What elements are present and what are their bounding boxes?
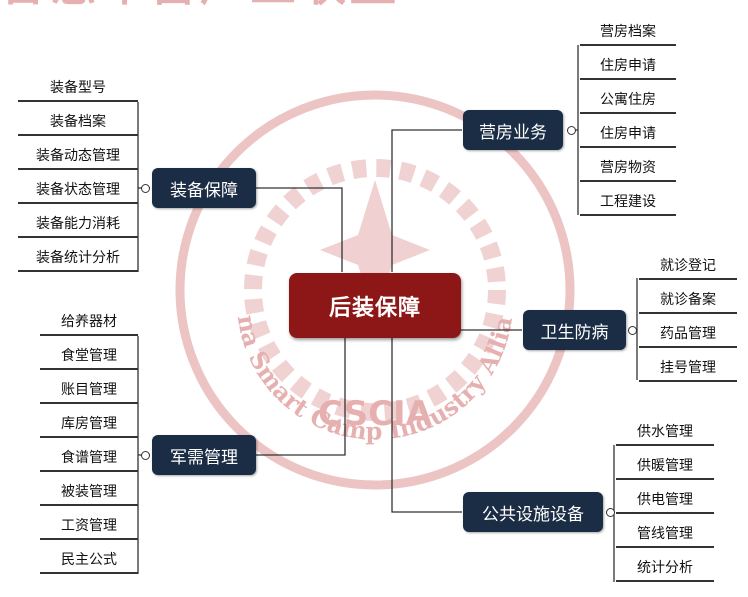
branch-equipment: 装备保障 (152, 168, 256, 208)
collapse-toggle-barracks[interactable] (567, 126, 576, 135)
supply-item: 民主公式 (40, 546, 138, 574)
facilities-item: 供暖管理 (616, 452, 714, 480)
barracks-item: 营房档案 (580, 18, 676, 46)
barracks-item: 公寓住房 (580, 86, 676, 114)
link-root-barracks (391, 129, 462, 272)
supply-item: 工资管理 (40, 512, 138, 540)
supply-item: 账目管理 (40, 376, 138, 404)
health-item: 挂号管理 (639, 354, 737, 382)
health-item: 就诊登记 (639, 252, 737, 280)
equipment-item: 装备统计分析 (18, 244, 138, 272)
equipment-item: 装备动态管理 (18, 142, 138, 170)
facilities-item: 统计分析 (616, 554, 714, 582)
supply-item: 食堂管理 (40, 342, 138, 370)
branch-facilities: 公共设施设备 (463, 492, 603, 532)
equipment-item: 装备状态管理 (18, 176, 138, 204)
barracks-item: 营房物资 (580, 154, 676, 182)
barracks-item: 工程建设 (580, 188, 676, 216)
barracks-item: 住房申请 (580, 120, 676, 148)
branch-health: 卫生防病 (523, 310, 626, 350)
link-root-facilities (391, 338, 462, 513)
root-node: 后装保障 (289, 273, 461, 338)
equipment-item: 装备型号 (18, 74, 138, 102)
watermark-cn-text: 智慧军营产业联盟 (0, 0, 400, 11)
branch-supply: 军需管理 (152, 435, 256, 475)
watermark-abbr: CSCIA (318, 394, 433, 434)
supply-item: 被装管理 (40, 478, 138, 506)
equipment-item: 装备档案 (18, 108, 138, 136)
supply-item: 库房管理 (40, 410, 138, 438)
equipment-item: 装备能力消耗 (18, 210, 138, 238)
watermark-emblem-icon (320, 180, 430, 320)
collapse-toggle-health[interactable] (628, 326, 637, 335)
collapse-toggle-equipment[interactable] (141, 184, 150, 193)
supply-item: 食谱管理 (40, 444, 138, 472)
collapse-toggle-facilities[interactable] (606, 508, 615, 517)
facilities-item: 供电管理 (616, 486, 714, 514)
link-root-equipment (255, 187, 343, 272)
branch-barracks: 营房业务 (463, 110, 563, 150)
supply-item: 给养器材 (40, 308, 138, 336)
collapse-toggle-supply[interactable] (141, 451, 150, 460)
health-item: 药品管理 (639, 320, 737, 348)
health-item: 就诊备案 (639, 286, 737, 314)
barracks-item: 住房申请 (580, 52, 676, 80)
link-root-supply (255, 338, 346, 456)
watermark-outer-ring (175, 90, 575, 490)
facilities-item: 供水管理 (616, 418, 714, 446)
facilities-item: 管线管理 (616, 520, 714, 548)
watermark-gear-ring (244, 159, 506, 421)
